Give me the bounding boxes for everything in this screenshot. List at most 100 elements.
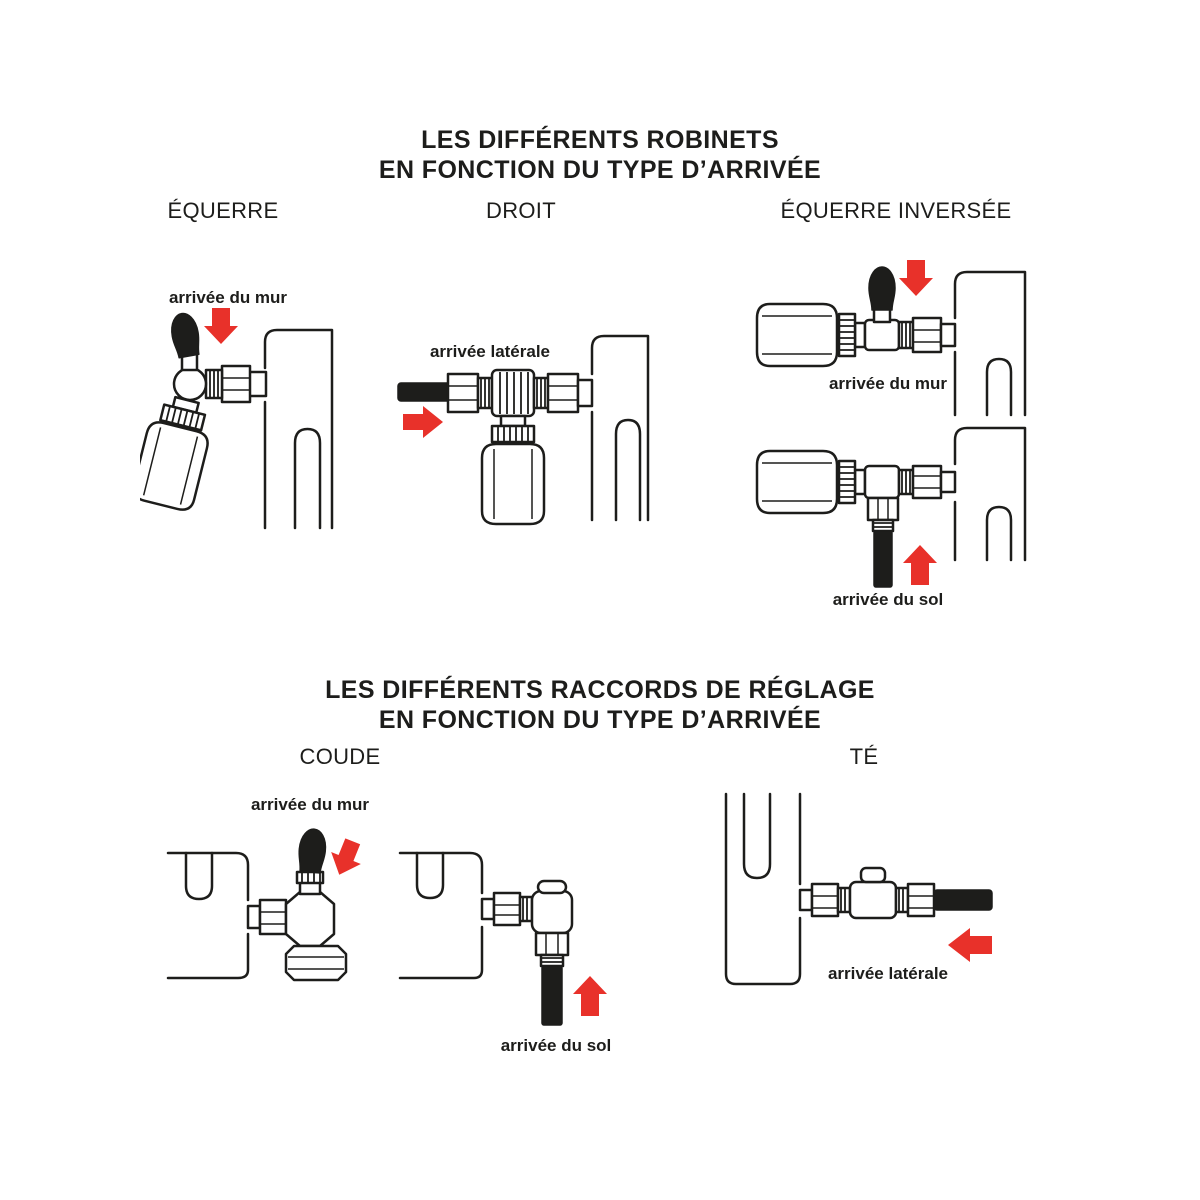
- thermostatic-head: [480, 414, 546, 526]
- hex-facets: [494, 904, 520, 916]
- label-inversee-sol: arrivée du sol: [832, 590, 944, 609]
- arrow-left-icon: [948, 928, 992, 962]
- radiator-outline: [724, 792, 802, 986]
- hex-nut: [220, 364, 252, 404]
- radiator-outline: [263, 328, 334, 530]
- valve-body: [863, 464, 901, 500]
- hex-facets: [288, 956, 344, 970]
- valve-assembly: [446, 368, 594, 526]
- hex-nut: [446, 372, 480, 414]
- knurl-lines: [901, 323, 911, 347]
- coude-sol-illustration: [398, 851, 607, 1026]
- supply-pipe: [933, 889, 993, 911]
- radiator-edge: [166, 932, 250, 980]
- hex-nut: [258, 898, 288, 936]
- hex-nut: [911, 464, 943, 500]
- knurl-lines: [898, 889, 904, 911]
- elbow-fitting: [480, 879, 574, 1026]
- hex-facets: [545, 933, 559, 955]
- black-handle: [868, 266, 896, 311]
- hex-facets: [913, 329, 941, 343]
- label-te-laterale: arrivée latérale: [827, 964, 949, 983]
- black-handle: [167, 310, 203, 360]
- arrow-up-icon: [573, 976, 607, 1016]
- column-label-equerre-inversee: ÉQUERRE INVERSÉE: [780, 198, 1012, 223]
- tail-piece: [576, 378, 594, 408]
- equerre-inversee-sol-illustration: [755, 426, 1027, 588]
- knurl-lines: [480, 379, 490, 407]
- te-illustration: [724, 792, 993, 986]
- droit-illustration: [397, 334, 650, 526]
- fitting-body: [848, 880, 898, 920]
- preset-cap: [859, 866, 887, 884]
- black-cap: [296, 827, 329, 875]
- arrow-down-icon: [331, 838, 361, 875]
- tail-piece: [246, 904, 262, 930]
- hex-facets: [548, 385, 578, 401]
- thermostatic-head: [140, 391, 219, 514]
- knurl-lines: [874, 522, 892, 528]
- arrow-up-icon: [903, 545, 937, 585]
- section1-title-line2: EN FONCTION DU TYPE D’ARRIVÉE: [378, 156, 822, 184]
- hex-nut: [911, 316, 943, 354]
- hex-nut: [492, 891, 522, 927]
- radiator-slot: [415, 851, 445, 900]
- valve-assembly: [140, 310, 268, 514]
- column-label-coude: COUDE: [299, 744, 381, 769]
- tail-piece: [798, 888, 814, 912]
- radiator-outline: [590, 334, 650, 522]
- label-droit-arrivee: arrivée latérale: [429, 342, 551, 361]
- radiator-slot: [985, 357, 1013, 417]
- label-coude-mur: arrivée du mur: [250, 795, 370, 814]
- column-label-te: TÉ: [849, 744, 879, 769]
- valve-assembly: [755, 266, 957, 368]
- knurled-ring: [894, 886, 910, 914]
- hex-nut-vertical: [866, 496, 900, 522]
- radiator-slot: [293, 427, 322, 530]
- tee-fitting: [798, 866, 993, 920]
- label-equerre-arrivee: arrivée du mur: [168, 288, 288, 307]
- arrow-right-icon: [403, 406, 443, 438]
- radiator-slot: [184, 851, 214, 901]
- radiator-panel: [590, 334, 650, 522]
- label-inversee-mur: arrivée du mur: [828, 374, 948, 393]
- radiator-outline: [953, 426, 1027, 562]
- hex-facets: [812, 895, 838, 909]
- tail-piece: [480, 897, 496, 921]
- hex-nut: [810, 882, 840, 918]
- radiator-panel: [953, 270, 1027, 417]
- thermostatic-head: [755, 449, 867, 515]
- column-label-droit: DROIT: [486, 198, 556, 223]
- knurl-lines: [522, 898, 528, 920]
- hex-facets: [222, 377, 250, 391]
- column-label-equerre: ÉQUERRE: [167, 198, 279, 223]
- radiator-panel: [953, 426, 1027, 562]
- hex-facets: [877, 498, 889, 520]
- coude-mur-illustration: [166, 827, 361, 982]
- knurl-lines: [542, 957, 563, 963]
- valve-body: [172, 366, 208, 402]
- radiator-slot: [742, 792, 772, 880]
- radiator-slot: [985, 505, 1013, 562]
- knurled-ring: [871, 518, 895, 533]
- radiator-panel: [724, 792, 802, 986]
- section1-title-line1: LES DIFFÉRENTS ROBINETS: [421, 126, 779, 154]
- elbow-body: [284, 890, 336, 948]
- knurled-ring: [836, 886, 852, 914]
- valve-assembly: [755, 449, 957, 588]
- arrow-down-icon: [204, 308, 238, 344]
- knurled-ring: [518, 895, 534, 923]
- radiator-outline: [166, 851, 250, 902]
- equerre-illustration: [140, 308, 334, 530]
- supply-pipe: [397, 382, 451, 402]
- lower-hex-nut: [284, 944, 348, 982]
- body-knurling: [499, 372, 529, 414]
- valve-body: [863, 318, 901, 352]
- arrow-down-icon: [899, 260, 933, 296]
- elbow-fitting: [246, 827, 348, 982]
- knurled-ring: [539, 953, 565, 968]
- hex-facets: [260, 911, 286, 925]
- knurl-lines: [901, 471, 911, 493]
- section2-title-line2: EN FONCTION DU TYPE D’ARRIVÉE: [378, 706, 822, 734]
